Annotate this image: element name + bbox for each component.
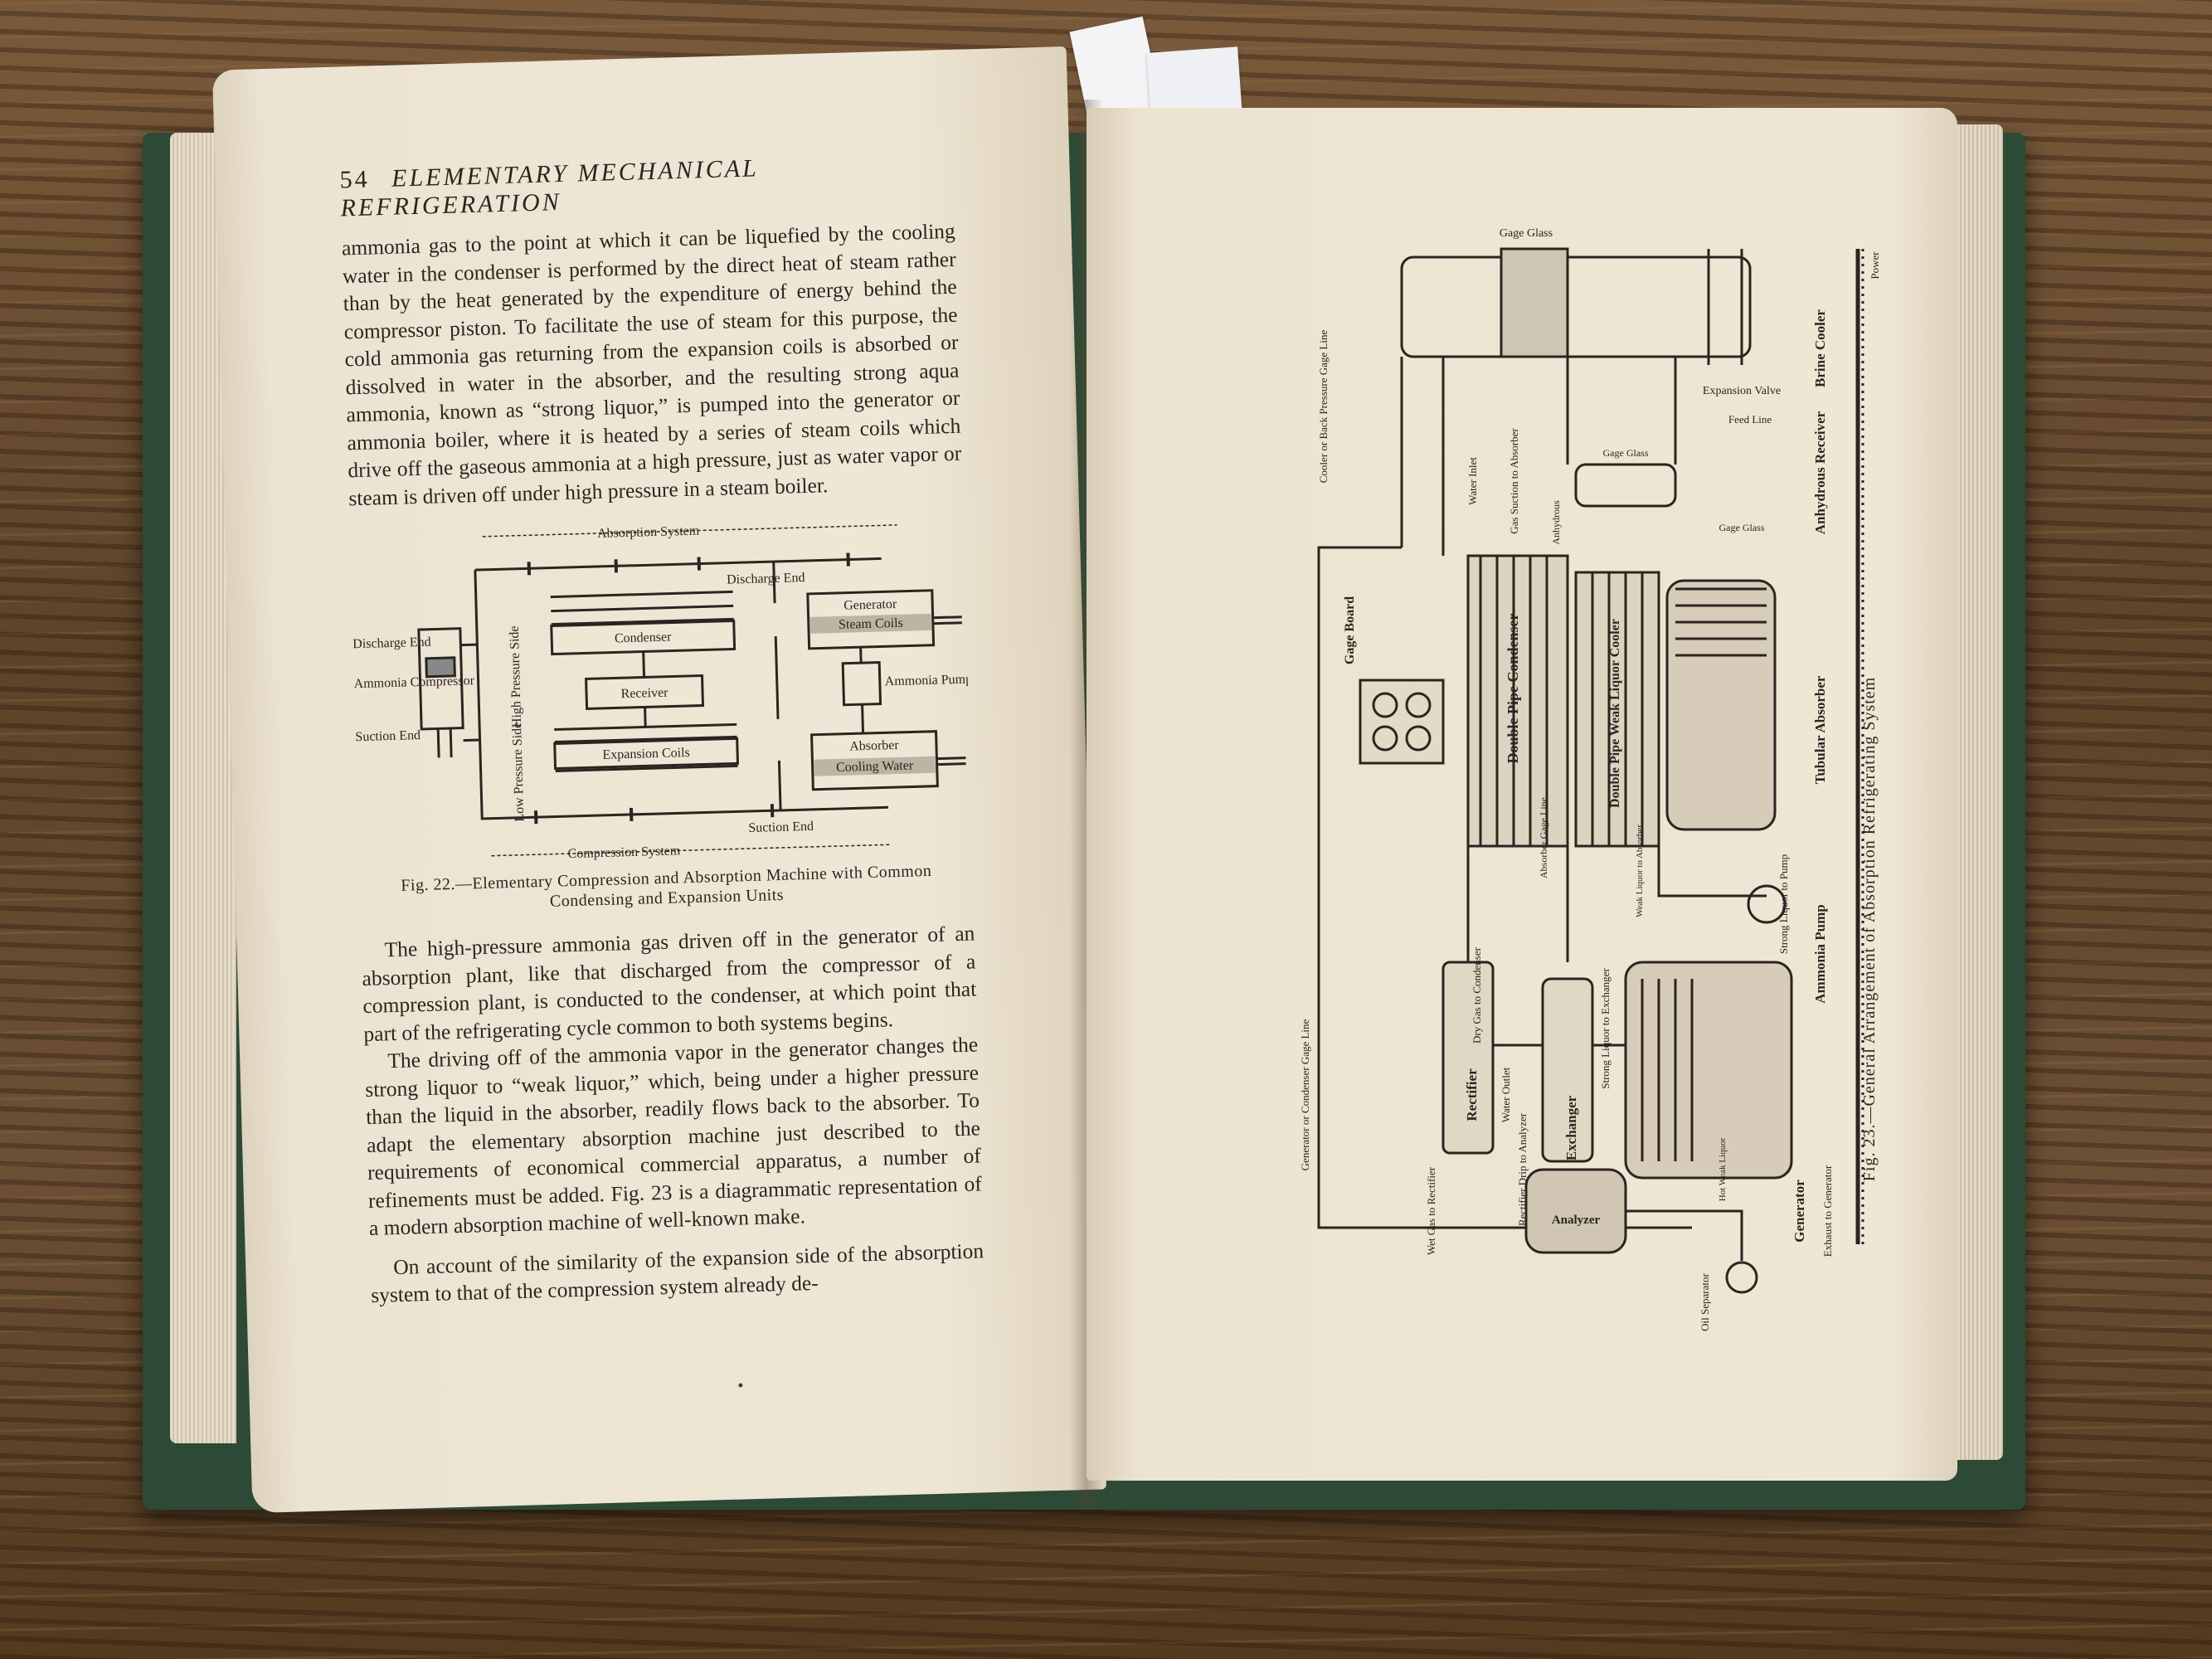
label-expansion-coils: Expansion Coils bbox=[602, 746, 690, 762]
label-feed-line: Feed Line bbox=[1728, 413, 1772, 426]
label-suction-end-bottom: Suction End bbox=[748, 820, 814, 835]
label-strong-liquor-to-pump: Strong Liquor to Pump bbox=[1777, 854, 1790, 954]
label-double-pipe-weak-liquor-cooler: Double Pipe Weak Liquor Cooler bbox=[1608, 619, 1622, 808]
label-condenser: Condenser bbox=[615, 630, 673, 646]
label-gage-board: Gage Board bbox=[1343, 596, 1357, 664]
label-oil-separator: Oil Separator bbox=[1699, 1272, 1711, 1331]
label-ammonia-pump: Ammonia Pump bbox=[1812, 904, 1828, 1003]
label-absorber-gage-line: Absorber Gage Line bbox=[1538, 797, 1549, 878]
label-rectifier: Rectifier bbox=[1464, 1068, 1480, 1121]
label-rectifier-drip: Rectifier Drip to Analyzer bbox=[1516, 1112, 1529, 1226]
label-discharge-end-top: Discharge End bbox=[727, 571, 805, 587]
label-generator-condenser-line: Generator or Condenser Gage Line bbox=[1299, 1019, 1311, 1170]
figure-22-diagram: Absorption System Compression System Dis… bbox=[352, 524, 973, 862]
label-power: Power bbox=[1869, 251, 1881, 280]
paragraph-4: On account of the similarity of the expa… bbox=[370, 1238, 984, 1307]
label-water-inlet: Water Inlet bbox=[1466, 457, 1479, 505]
label-suction-end-left: Suction End bbox=[355, 728, 421, 744]
label-absorber: Absorber bbox=[849, 738, 900, 754]
label-weak-liquor-to-absorber: Weak Liquor to Absorber bbox=[1635, 825, 1645, 917]
label-gage-glass-mid: Gage Glass bbox=[1603, 447, 1649, 459]
label-hot-weak-liquor: Hot Weak Liquor bbox=[1718, 1137, 1728, 1201]
label-generator: Generator bbox=[843, 597, 897, 613]
figure-23-caption: Fig. 23.—General Arrangement of Absorpti… bbox=[1860, 677, 1879, 1181]
label-steam-coils: Steam Coils bbox=[839, 616, 903, 632]
figure-23: Gage Glass Power Brine Cooler Expansion … bbox=[1277, 216, 1908, 1335]
label-cooling-water: Cooling Water bbox=[836, 758, 914, 775]
label-high-pressure-side: High Pressure Side bbox=[508, 625, 524, 727]
paragraph-1: ammonia gas to the point at which it can… bbox=[341, 218, 962, 510]
label-receiver: Receiver bbox=[620, 686, 668, 702]
figure-23-diagram: Gage Glass Power Brine Cooler Expansion … bbox=[1299, 227, 1881, 1331]
label-discharge-end-left: Discharge End bbox=[352, 635, 431, 652]
figure-22: Absorption System Compression System Dis… bbox=[349, 507, 972, 872]
label-generator: Generator bbox=[1791, 1180, 1807, 1243]
label-ammonia-compressor: Ammonia Compressor bbox=[353, 674, 474, 691]
label-strong-liquor-to-exchanger: Strong Liquor to Exchanger bbox=[1599, 968, 1612, 1089]
left-page-content: 54 ELEMENTARY MECHANICAL REFRIGERATION a… bbox=[339, 149, 984, 1310]
right-page: Gage Glass Power Brine Cooler Expansion … bbox=[1087, 108, 1957, 1481]
page-speck bbox=[738, 1383, 743, 1388]
left-page: 54 ELEMENTARY MECHANICAL REFRIGERATION a… bbox=[211, 46, 1107, 1514]
label-tubular-absorber: Tubular Absorber bbox=[1812, 675, 1828, 784]
label-double-pipe-condenser: Double Pipe Condenser bbox=[1505, 613, 1521, 763]
running-head-title: ELEMENTARY MECHANICAL REFRIGERATION bbox=[340, 154, 759, 222]
label-wet-gas-to-rectifier: Wet Gas to Rectifier bbox=[1425, 1166, 1437, 1255]
label-gage-glass-right: Gage Glass bbox=[1719, 522, 1765, 533]
label-brine-cooler: Brine Cooler bbox=[1812, 309, 1828, 387]
label-cooler-line: Cooler or Back Pressure Gage Line bbox=[1317, 330, 1330, 484]
paragraph-3: The driving off of the ammonia vapor in … bbox=[364, 1032, 983, 1240]
page-number: 54 bbox=[339, 165, 371, 194]
paragraph-2: The high-pressure ammonia gas driven off… bbox=[362, 921, 977, 1046]
label-gas-suction: Gas Suction to Absorber bbox=[1508, 428, 1520, 534]
label-exchanger: Exchanger bbox=[1563, 1095, 1579, 1160]
label-analyzer: Analyzer bbox=[1552, 1214, 1601, 1227]
label-ammonia-pump: Ammonia Pump bbox=[885, 672, 973, 688]
label-compression-system: Compression System bbox=[567, 844, 681, 861]
label-low-pressure-side: Low Pressure Side bbox=[510, 722, 527, 822]
label-anhydrous-receiver: Anhydrous Receiver bbox=[1812, 411, 1828, 534]
label-expansion-valve: Expansion Valve bbox=[1703, 385, 1781, 397]
label-dry-gas-to-condenser: Dry Gas to Condenser bbox=[1471, 946, 1483, 1044]
label-exhaust-to-generator: Exhaust to Generator bbox=[1821, 1165, 1834, 1257]
label-water-outlet: Water Outlet bbox=[1500, 1067, 1512, 1122]
running-head: 54 ELEMENTARY MECHANICAL REFRIGERATION bbox=[339, 149, 955, 223]
label-gage-glass-top: Gage Glass bbox=[1500, 227, 1553, 240]
label-anhydrous: Anhydrous bbox=[1550, 500, 1562, 545]
label-absorption-system: Absorption System bbox=[597, 524, 700, 541]
